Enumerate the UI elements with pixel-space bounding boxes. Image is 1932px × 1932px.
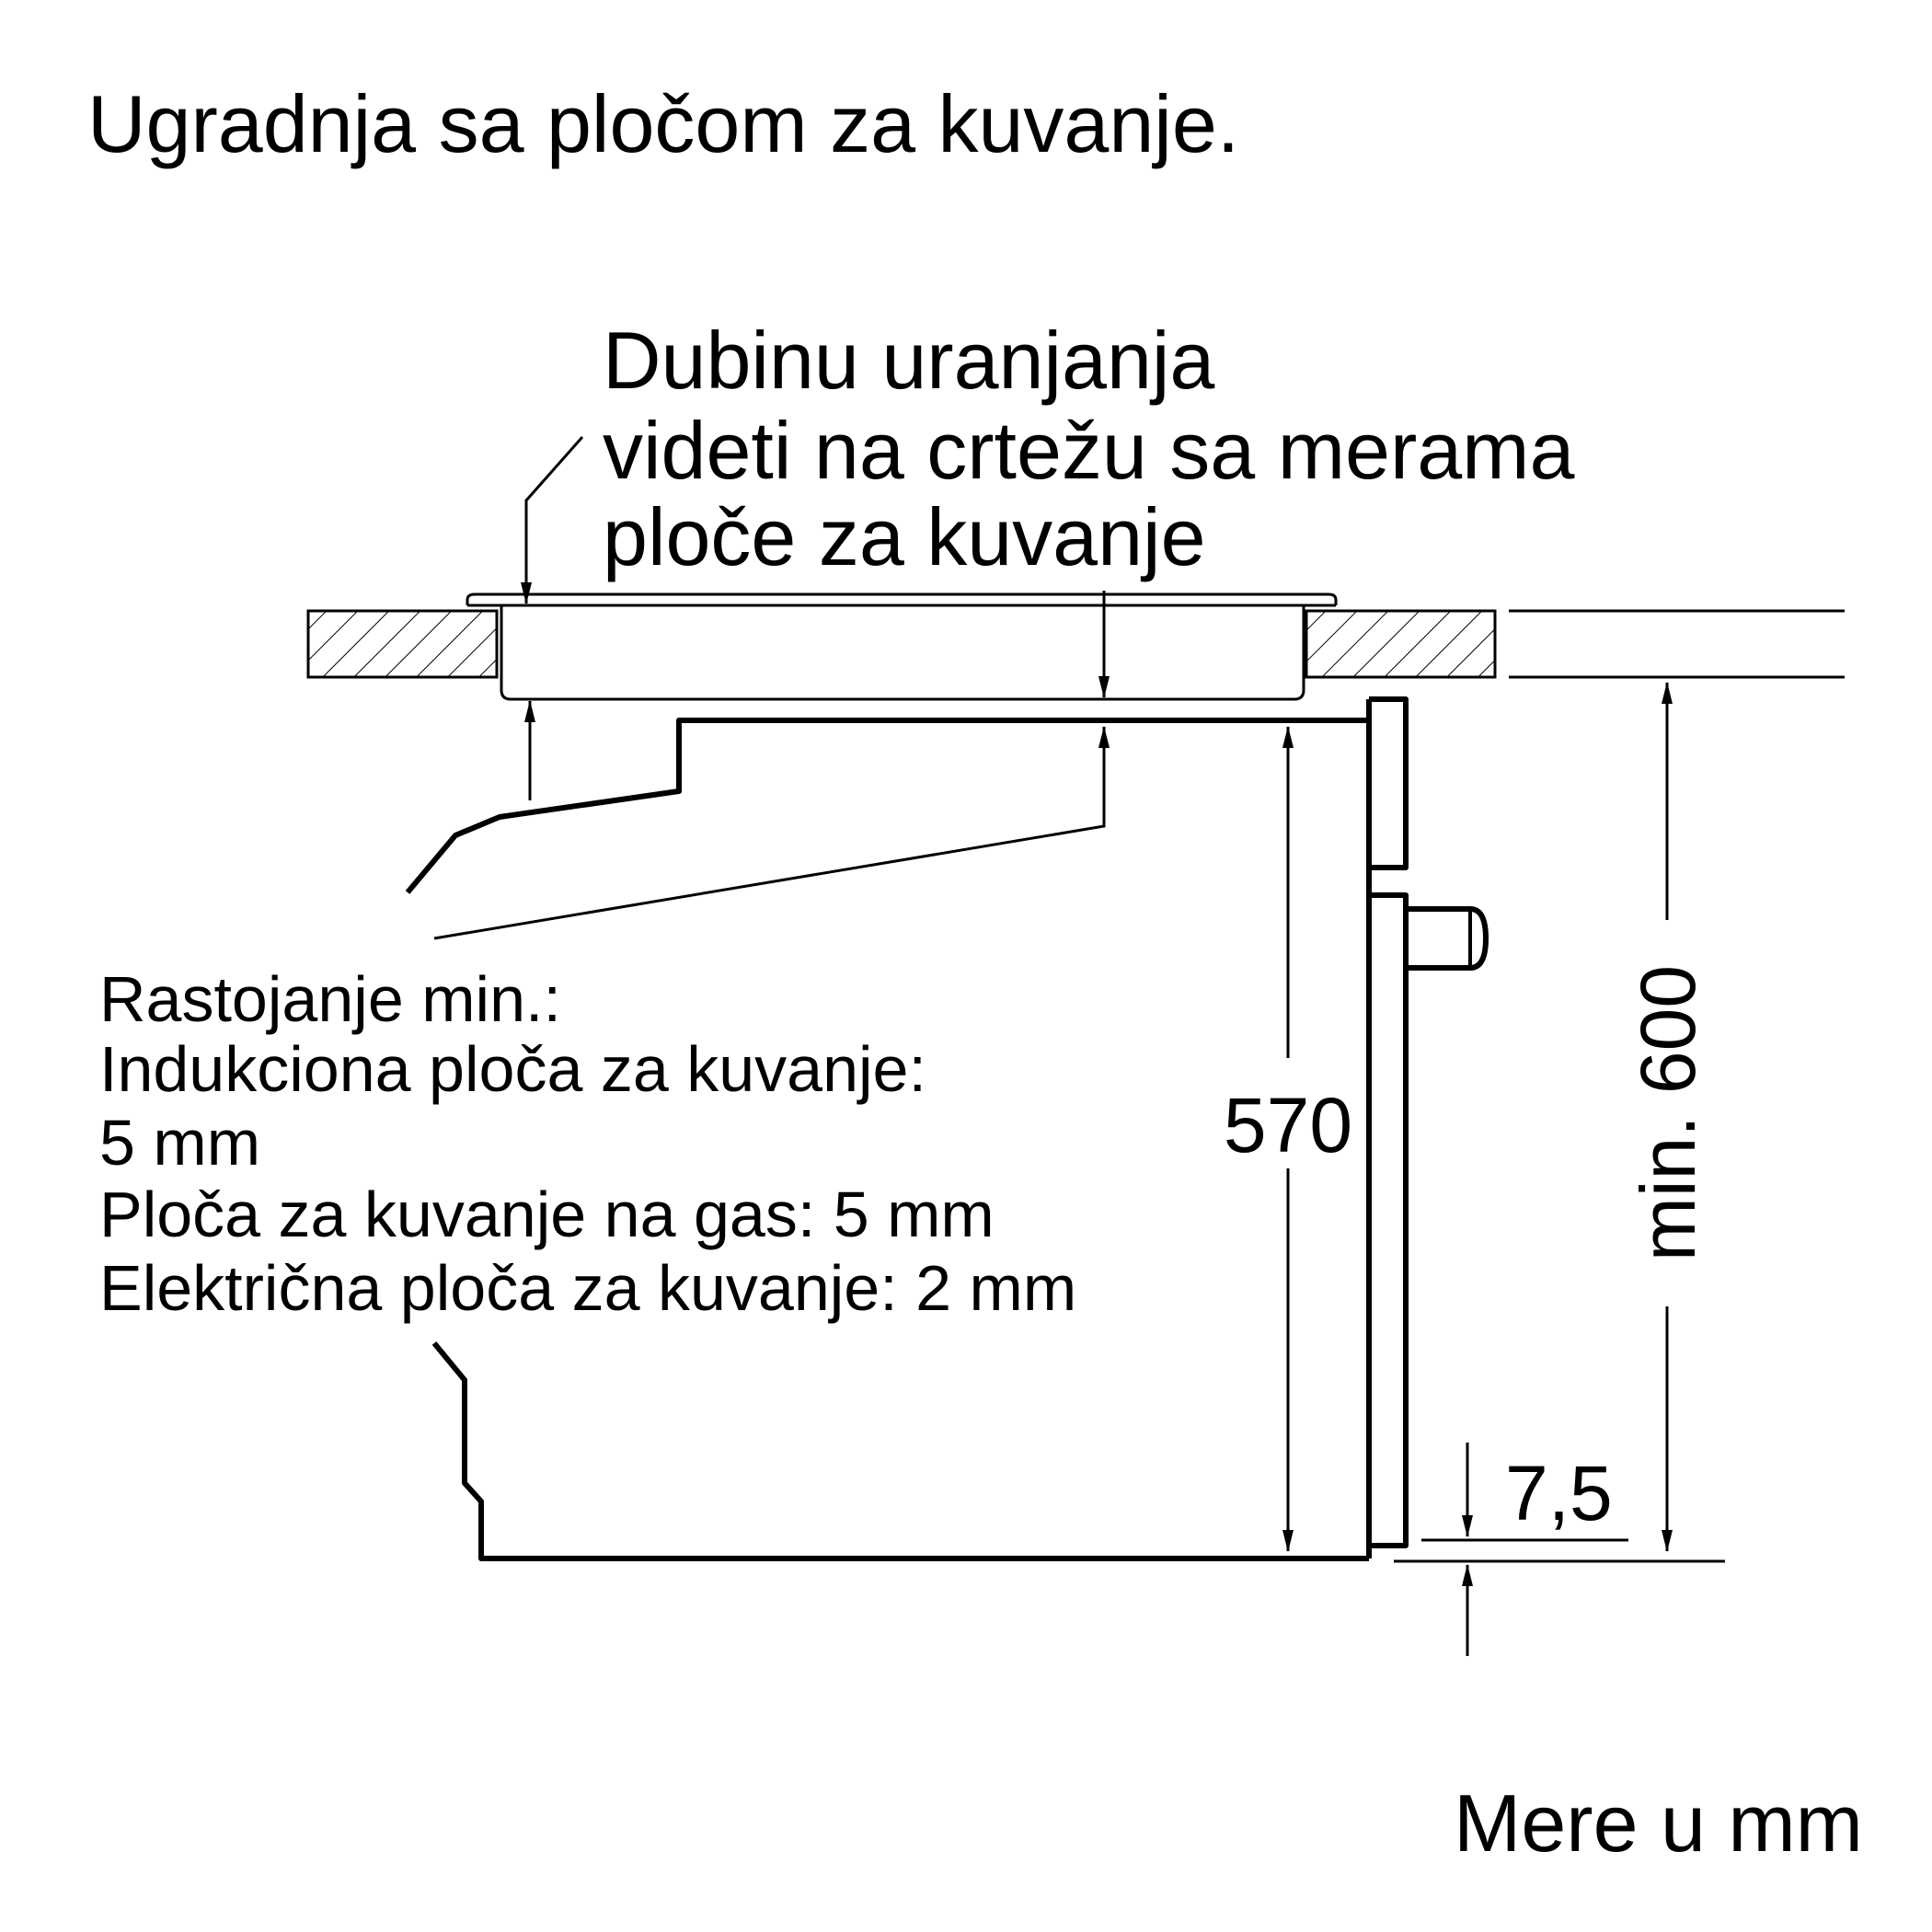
- countertop: [306, 609, 1845, 679]
- dimension-7-5-label: 7,5: [1505, 1450, 1613, 1536]
- dimension-570-label: 570: [1224, 1082, 1352, 1168]
- cooktop-body: [500, 605, 1305, 701]
- dimension-7-5: 7,5: [1394, 1443, 1725, 1656]
- oven: [405, 696, 1489, 1561]
- immersion-note-line: Dubinu uranjanja: [603, 315, 1214, 406]
- cooktop: [466, 592, 1338, 701]
- distance-note-line: 5 mm: [99, 1107, 260, 1179]
- dimension-570: 570: [1224, 726, 1352, 1552]
- countertop-right: [1305, 609, 1497, 679]
- distance-note-line: Ploča za kuvanje na gas: 5 mm: [99, 1179, 995, 1250]
- immersion-note-leader: [521, 436, 584, 604]
- distance-note-line: Rastojanje min.:: [99, 963, 561, 1035]
- min-distance-note: Rastojanje min.: Indukciona ploča za kuv…: [99, 963, 1076, 1324]
- immersion-depth-note: Dubinu uranjanja videti na crtežu sa mer…: [603, 315, 1597, 582]
- distance-note-line: Indukciona ploča za kuvanje:: [99, 1033, 926, 1105]
- dimension-min-600: min. 600: [1625, 682, 1711, 1552]
- distance-note-line: Električna ploča za kuvanje: 2 mm: [99, 1252, 1076, 1324]
- door-handle: [1406, 906, 1489, 971]
- distance-note-leader: [433, 822, 1106, 940]
- immersion-note-line: videti na crtežu sa merama: [603, 405, 1574, 496]
- cooktop-flange: [466, 592, 1338, 605]
- oven-top-profile: [405, 718, 1371, 894]
- oven-bottom-profile: [431, 1341, 1369, 1561]
- diagram-title: Ugradnja sa pločom za kuvanje.: [87, 78, 1239, 169]
- immersion-note-line: ploče za kuvanje: [603, 491, 1206, 582]
- countertop-left: [306, 609, 499, 679]
- dimension-min-600-label: min. 600: [1625, 965, 1711, 1261]
- units-note: Mere u mm: [1454, 1777, 1863, 1869]
- oven-door: [1366, 696, 1409, 1558]
